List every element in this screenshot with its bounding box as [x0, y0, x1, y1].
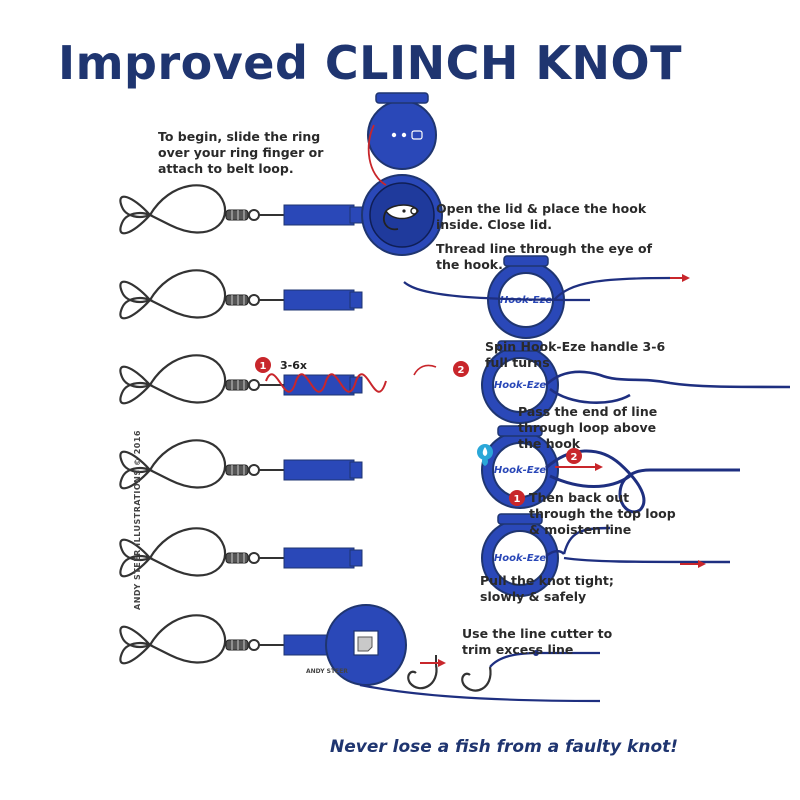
- footer-tagline: Never lose a fish from a faulty knot!: [330, 737, 679, 757]
- step-2-text: Open the lid & place the hook inside. Cl…: [436, 201, 647, 232]
- brand-label: Hook-Eze: [494, 465, 547, 476]
- step-4-badge-1: 1: [514, 494, 521, 505]
- step-2-tool: Hook-Eze: [119, 255, 690, 339]
- step-6-tool: ANDY STEER: [119, 604, 601, 703]
- illustration-credit: ANDY STEER ILLUSTRATIONS © 2016: [133, 430, 142, 610]
- turns-label: 3-6x: [280, 359, 307, 372]
- brand-label: Hook-Eze: [494, 553, 547, 564]
- step-4-badge-2: 2: [571, 452, 578, 463]
- page-title: Improved CLINCH KNOT: [58, 36, 682, 90]
- step-3-badge-2: 2: [458, 365, 465, 376]
- step-8-text: Use the line cutter to trim excess line: [462, 626, 613, 657]
- brand-label: Hook-Eze: [494, 380, 547, 391]
- step-5-text: Pass the end of line through loop above …: [518, 404, 658, 451]
- step-7-text: Pull the knot tight; slowly & safely: [480, 573, 614, 604]
- step-4-text: Spin Hook-Eze handle 3-6 full turns: [485, 339, 666, 370]
- step-1-text: To begin, slide the ring over your ring …: [158, 129, 324, 176]
- step-5-tool: Hook-Eze: [119, 513, 731, 597]
- step-3-text: Thread line through the eye of the hook.: [436, 241, 653, 272]
- step-6-text: Then back out through the top loop & moi…: [529, 490, 676, 537]
- step-4-tool: Hook-Eze 1 2: [119, 425, 740, 514]
- cutter-brand: ANDY STEER: [306, 668, 348, 675]
- step-3-tool: Hook-Eze 1 3-6x 2: [119, 340, 791, 424]
- step-1-tool: [119, 92, 443, 256]
- step-3-badge-1: 1: [260, 361, 267, 372]
